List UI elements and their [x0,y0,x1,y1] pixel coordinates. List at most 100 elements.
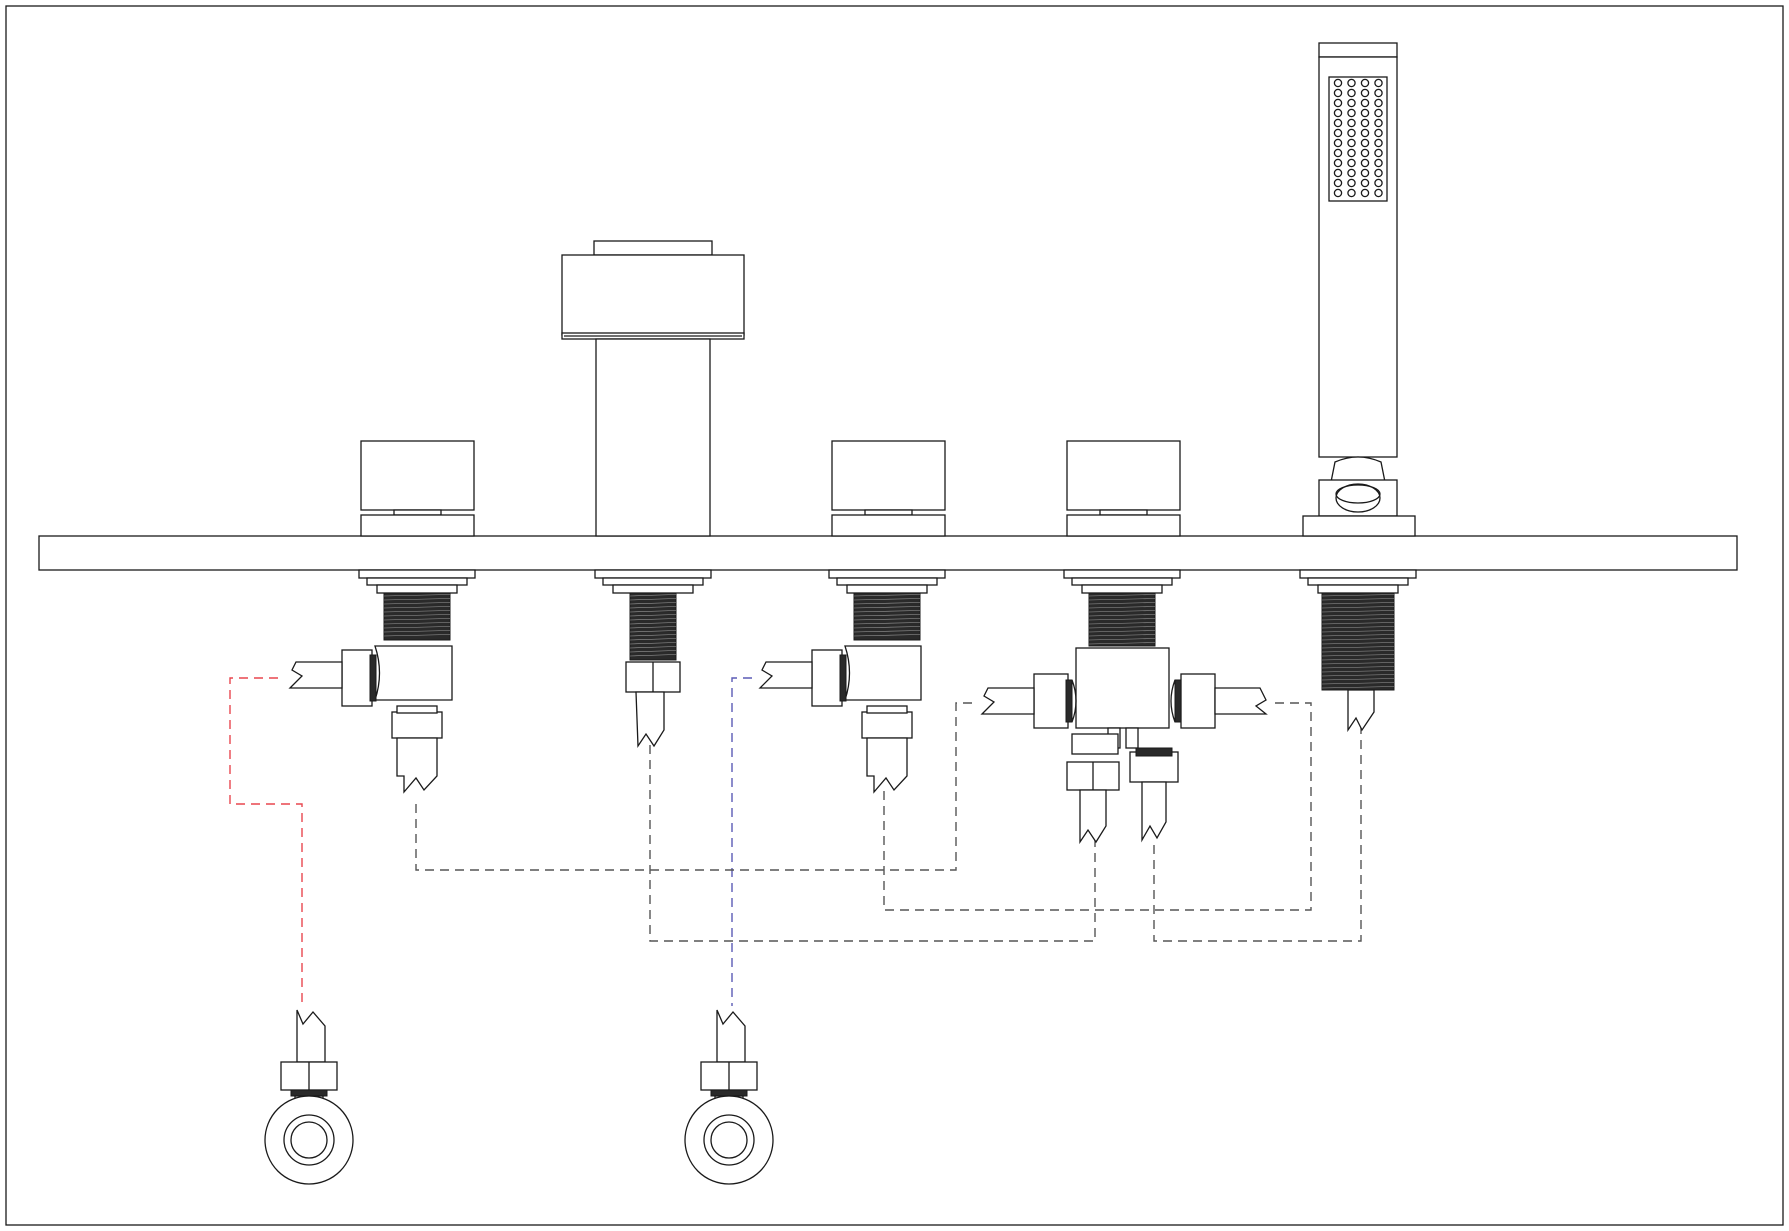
cold-valve-body [844,645,922,701]
handshower-shank-thread-line [1321,602,1395,605]
nozzle [1347,158,1356,168]
handshower-shank-thread-line [1321,614,1395,617]
spout-shank-thread-line [629,606,677,609]
diverter-shank-thread-line [1088,598,1156,601]
nozzle [1374,158,1383,168]
nozzle [1333,138,1343,148]
valve-handles [360,440,1181,537]
handshower-shank-thread-line [1321,662,1395,665]
diverter-shank-thread-line [1088,630,1156,633]
diverter-handle-base [1066,514,1181,537]
nozzle [1374,168,1383,178]
nozzle [1374,78,1383,88]
cold-supply-line [731,677,752,1006]
nozzle [1360,108,1370,118]
hot-shank-thread-line [383,598,451,601]
spout-shank-thread-line [629,650,677,653]
hot-locknut [376,584,458,594]
nozzle [1333,178,1343,188]
spout-flange [594,569,712,579]
spout-tail [625,661,681,749]
connection-lines [229,677,1362,1006]
diverter-br-pipe [1141,781,1167,843]
handshower-shank-thread-line [1321,626,1395,629]
nozzle [1360,168,1370,178]
hot-stop-pipe [296,1009,326,1063]
cold-flange [828,569,946,579]
hot-inlet-pipe [288,661,343,689]
handshower-tail-pipe [1347,689,1375,733]
spout-shank-thread-line [629,638,677,641]
diverter-right-pipe [1214,687,1268,715]
nozzle [1360,88,1370,98]
handshower-shank-thread-line [1321,630,1395,633]
nozzle [1333,188,1343,198]
nozzle [1333,98,1343,108]
hot-shank-thread-line [383,634,451,637]
diverter-valve [980,647,1268,845]
nozzle [1374,98,1383,108]
diverter-shank-thread-line [1088,618,1156,621]
handshower-top [1318,42,1398,58]
hot-inlet-ring [369,654,377,702]
diverter-shank-thread-line [1088,626,1156,629]
cold-handle-stem [864,509,913,516]
hot-shank-thread-line [383,630,451,633]
diverter-shank-thread-line [1088,638,1156,641]
hot-to-diverter-line [415,702,976,871]
hot-valve-body [374,645,453,701]
hot-outlet-nut [391,711,443,739]
hot-washer [366,577,468,586]
nozzle [1347,188,1356,198]
diverter-shank-thread-line [1088,642,1156,645]
nozzle [1347,118,1356,128]
spout-shank-thread-line [629,634,677,637]
cold-stop-pipe [716,1009,746,1063]
cold-outlet-nut [861,711,913,739]
nozzle [1360,158,1370,168]
nozzle [1360,148,1370,158]
nozzle [1374,108,1383,118]
handshower-washer [1307,577,1409,586]
nozzle [1333,118,1343,128]
spray-nozzles [1333,78,1383,198]
spout-shank-thread-line [629,654,677,657]
nozzle [1347,78,1356,88]
under-deck-fittings [358,569,1417,691]
diverter-shank-thread-line [1088,610,1156,613]
handshower-shank-thread-line [1321,622,1395,625]
deck-plate [38,535,1738,571]
spout-shank-thread-line [629,630,677,633]
nozzle [1374,128,1383,138]
holder-ring [1335,483,1381,513]
cold-shank-thread-line [853,618,921,621]
nozzle [1333,78,1343,88]
hot-valve [288,645,453,794]
hot-stop-thread [290,1089,328,1097]
diverter-left-arc [1071,679,1077,723]
cold-inlet-pipe [758,661,813,689]
hot-stop-bore-inner [290,1121,328,1159]
handshower-neck [1330,456,1386,483]
holder-base [1302,515,1416,537]
spout [561,240,745,537]
spout-shank-thread-line [629,646,677,649]
cold-outlet-washer [866,705,908,714]
cold-shank-thread-line [853,634,921,637]
spout-shank-thread-line [629,622,677,625]
handshower-shank-thread-line [1321,642,1395,645]
nozzle [1333,158,1343,168]
handshower-shank-thread-line [1321,606,1395,609]
drawing-frame [5,5,1784,1226]
cold-shank-thread-line [853,602,921,605]
diverter-right-ring [1174,679,1182,723]
hot-shank-thread-line [383,626,451,629]
handshower-shank-thread-line [1321,670,1395,673]
nozzle [1347,88,1356,98]
hot-flange [358,569,476,579]
diverter-shank-thread-line [1088,634,1156,637]
handshower-shank-thread-line [1321,598,1395,601]
spout-to-diverter-line [649,745,1096,942]
nozzle [1360,98,1370,108]
nozzle [1360,138,1370,148]
